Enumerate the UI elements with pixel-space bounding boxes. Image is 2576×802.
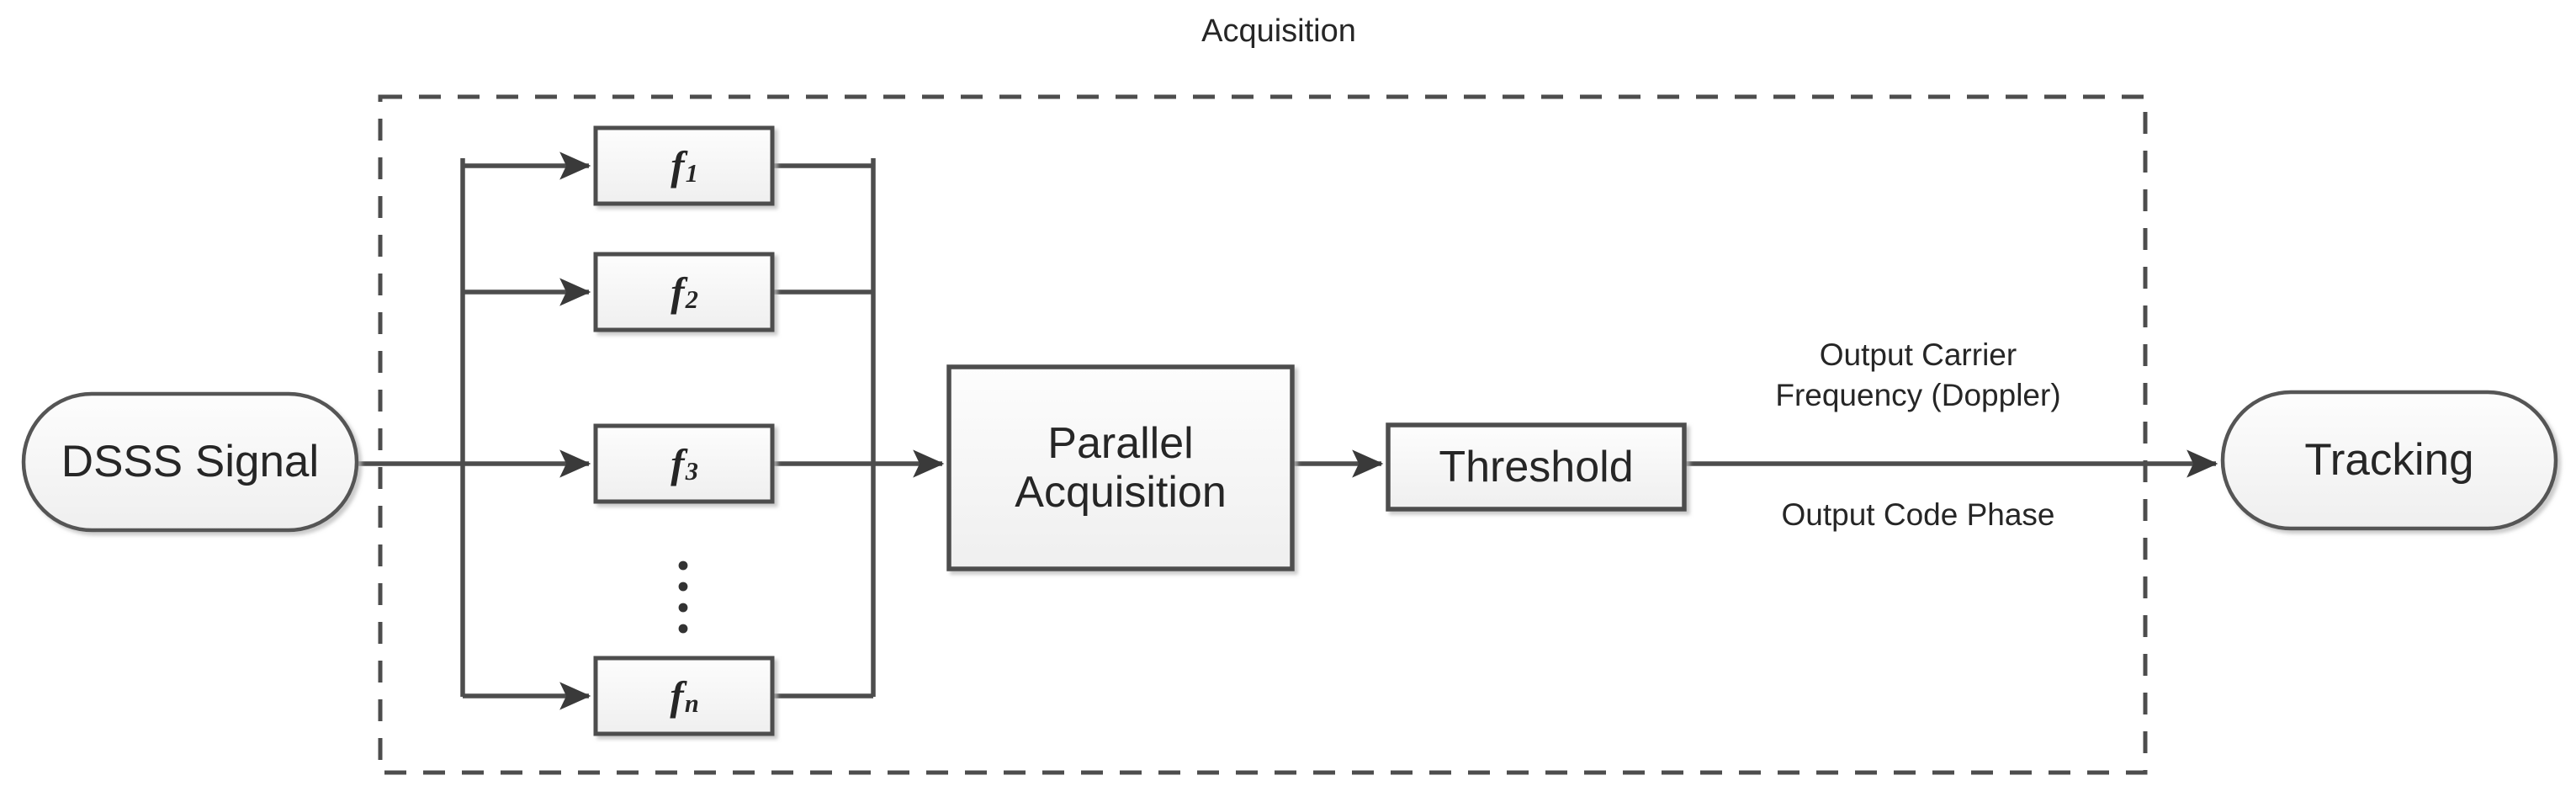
- node-parallel-acquisition-shape[interactable]: [946, 364, 1295, 571]
- node-dsss-signal-shape[interactable]: [21, 391, 359, 533]
- output-carrier-line-1: Output Carrier: [1819, 337, 2017, 372]
- node-shapes: [21, 125, 2558, 736]
- node-f2-shape[interactable]: [593, 252, 775, 332]
- acquisition-group-boundary: [378, 94, 2148, 775]
- node-tracking-shape[interactable]: [2220, 390, 2558, 531]
- node-f3-shape[interactable]: [593, 423, 775, 504]
- node-f1-shape[interactable]: [593, 125, 775, 206]
- edge-label-output-code-phase: Output Code Phase: [1781, 497, 2055, 532]
- vertical-dots-icon: [678, 560, 688, 634]
- output-carrier-line-2: Frequency (Doppler): [1775, 378, 2061, 413]
- node-threshold-shape[interactable]: [1386, 422, 1687, 512]
- edge-label-output-carrier-frequency: Output Carrier Frequency (Doppler): [1708, 335, 2128, 416]
- node-fn-shape[interactable]: [593, 656, 775, 736]
- connector-group: [357, 151, 2218, 710]
- group-title-acquisition: Acquisition: [1201, 13, 1356, 49]
